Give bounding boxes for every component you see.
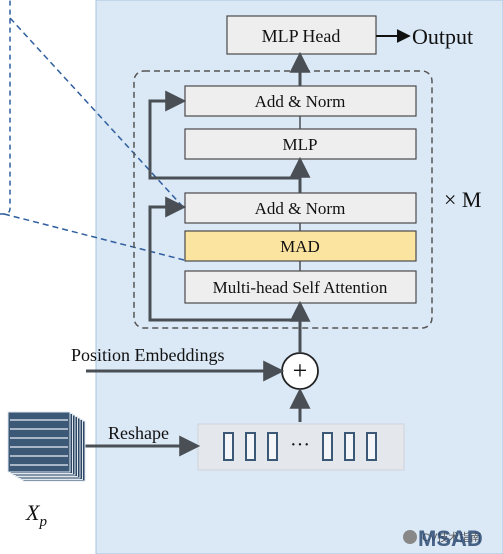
add-norm-bottom-label: Add & Norm	[255, 199, 346, 218]
zoom-line-top	[9, 17, 185, 209]
mlp-box	[184, 128, 417, 160]
mad-label: MAD	[280, 237, 320, 256]
watermark: CV技术指南 MSAD	[403, 526, 483, 551]
token-bar-icon	[267, 432, 278, 461]
residual-path-lower	[148, 196, 300, 322]
mhsa-label: Multi-head Self Attention	[213, 278, 388, 297]
watermark-text: MSAD	[418, 526, 483, 551]
output-label: Output	[412, 24, 473, 49]
wechat-icon	[403, 530, 417, 544]
mad-box	[184, 230, 417, 262]
reshape-label: Reshape	[108, 423, 169, 443]
position-embeddings-label: Position Embeddings	[71, 345, 225, 365]
mhsa-box	[184, 270, 417, 304]
add-node-symbol: +	[293, 356, 308, 385]
mlp-head-label: MLP Head	[262, 26, 341, 46]
mlp-head-box	[226, 15, 377, 55]
token-bar-icons	[223, 432, 377, 461]
zoom-source-box	[0, 0, 11, 215]
token-bar-icon	[344, 432, 355, 461]
token-bar-icon	[366, 432, 377, 461]
add-norm-top-box	[184, 85, 417, 117]
input-symbol: Xp	[25, 500, 47, 530]
repeat-count-label: × M	[444, 187, 481, 212]
token-bar-icon	[223, 432, 234, 461]
token-bar-icon	[245, 432, 256, 461]
watermark-small-text: CV技术指南	[422, 530, 481, 544]
encoder-block-container	[133, 70, 433, 329]
mlp-label: MLP	[283, 135, 318, 154]
token-ellipsis: ···	[290, 434, 310, 456]
stacked-patches-icon	[7, 411, 86, 482]
zoom-line-bottom	[3, 213, 185, 261]
residual-path-upper	[148, 90, 300, 180]
add-norm-top-label: Add & Norm	[255, 92, 346, 111]
token-bar-icon	[322, 432, 333, 461]
patch-layer	[7, 411, 71, 473]
